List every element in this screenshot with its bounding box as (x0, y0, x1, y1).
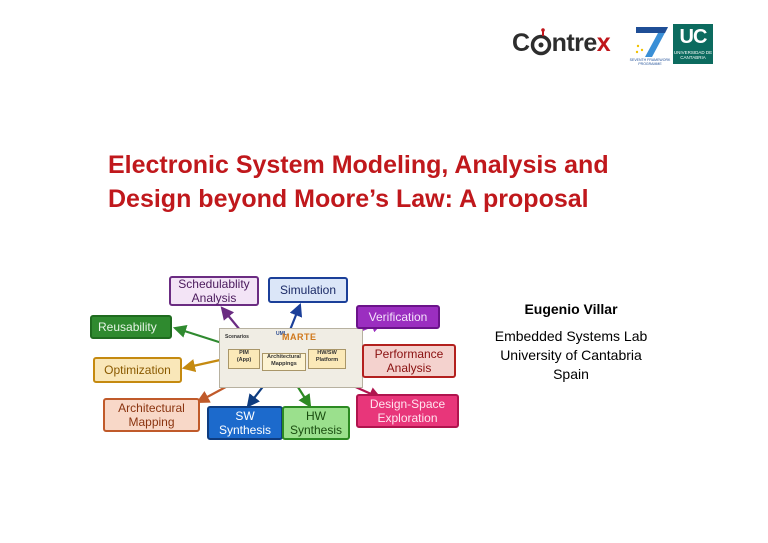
author-country: Spain (553, 366, 589, 382)
schedulability-analysis-box: Schedulablity Analysis (169, 276, 259, 306)
marte-logo-label: MARTE (282, 332, 317, 342)
simulation-box: Simulation (268, 277, 348, 303)
title-line-2: Design beyond Moore’s Law: A proposal (108, 185, 589, 213)
uc-logo-letters: UC (679, 26, 708, 48)
fp7-seven-icon (635, 27, 668, 57)
title-line-1: Electronic System Modeling, Analysis and (108, 151, 609, 179)
marte-pim-cell: PIM (App) (228, 349, 260, 369)
performance-analysis-box: Performance Analysis (362, 344, 456, 378)
marte-arch-cell: Architectural Mappings (262, 353, 306, 371)
contrex-logo-graphic (530, 28, 552, 56)
design-space-exploration-box: Design-Space Exploration (356, 394, 459, 428)
arrow-reusability (172, 325, 223, 345)
fp7-logo: SEVENTH FRAMEWORK PROGRAMME (628, 24, 672, 66)
author-university: University of Cantabria (500, 347, 642, 363)
uc-logo: UC UNIVERSIDAD DE CANTABRIA (673, 24, 713, 64)
sw-synthesis-box: SW Synthesis (207, 406, 283, 440)
marte-model-graphic: Scenarios UML MARTE PIM (App) Architectu… (219, 328, 363, 388)
verification-box: Verification (356, 305, 440, 329)
arrow-schedulability (220, 306, 241, 331)
author-name: Eugenio Villar (524, 301, 618, 317)
arrow-simulation (288, 302, 303, 331)
marte-platform-cell: HW/SW Platform (308, 349, 346, 369)
author-block: Eugenio Villar Embedded Systems Lab Univ… (480, 300, 662, 384)
uc-logo-caption: UNIVERSIDAD DE CANTABRIA (673, 50, 713, 60)
fp7-caption: SEVENTH FRAMEWORK PROGRAMME (629, 58, 671, 66)
marte-scenarios-label: Scenarios (225, 334, 249, 340)
architectural-mapping-box: Architectural Mapping (103, 398, 200, 432)
reusability-box: Reusability (90, 315, 172, 339)
optimization-box: Optimization (93, 357, 182, 383)
arrow-optimization (181, 358, 221, 373)
hw-synthesis-box: HW Synthesis (282, 406, 350, 440)
author-lab: Embedded Systems Lab (494, 328, 648, 344)
marte-uml-label: UML (276, 331, 287, 337)
slide-title: Electronic System Modeling, Analysis and… (108, 148, 728, 216)
